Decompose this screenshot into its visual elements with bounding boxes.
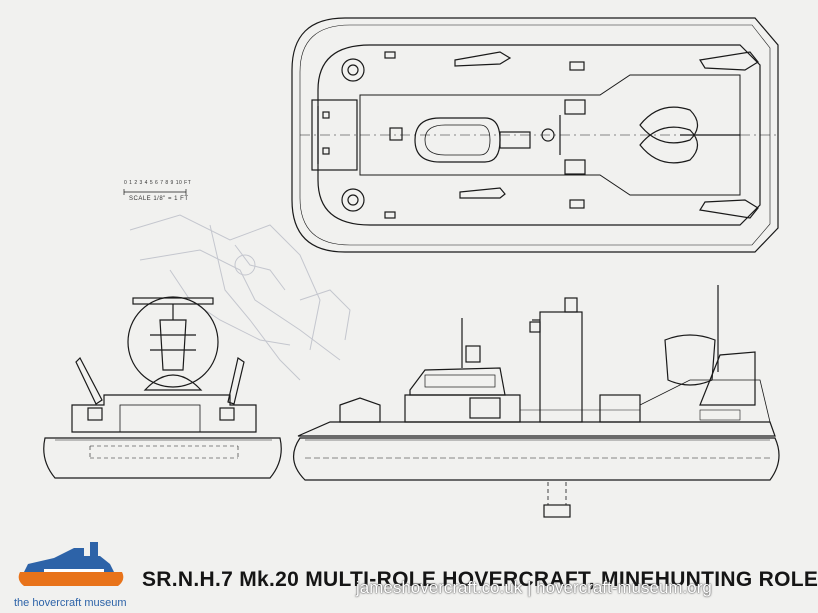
- technical-drawing-sheet: 0 1 2 3 4 5 6 7 8 9 10 FT SCALE 1/8" = 1…: [14, 17, 818, 609]
- hovercraft-line-drawing: [18, 17, 780, 586]
- plan-view: [291, 17, 779, 253]
- hovercraft-museum-logo: [18, 542, 124, 586]
- watermark-text: jameshovercraft.co.uk | hovercraft-museu…: [356, 578, 712, 597]
- scale-label: SCALE 1/8" = 1 FT: [129, 196, 189, 202]
- logo-caption: the hovercraft museum: [14, 597, 127, 609]
- drawing-title: SR.N.H.7 Mk.20 MULTI-ROLE HOVERCRAFT, MI…: [142, 568, 818, 591]
- scale-bar: [123, 189, 187, 195]
- ghost-sketch: [129, 214, 351, 381]
- scale-bar-ticks: 0 1 2 3 4 5 6 7 8 9 10 FT: [124, 180, 192, 186]
- front-view: [43, 296, 282, 479]
- side-view: [293, 285, 780, 518]
